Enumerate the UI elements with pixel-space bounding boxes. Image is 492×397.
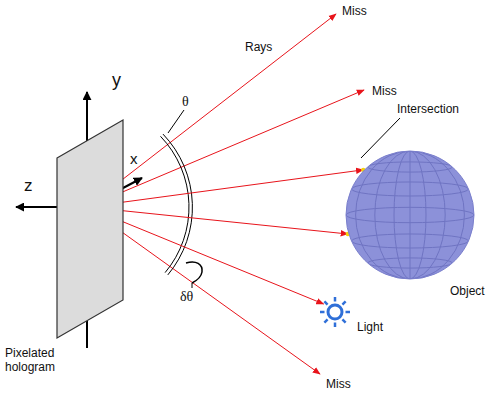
angle-bracket	[186, 262, 202, 283]
miss-label: Miss	[326, 377, 351, 391]
leader-line	[192, 283, 193, 288]
ray-label: Rays	[245, 40, 272, 54]
object-sphere-shape	[345, 150, 475, 280]
leader-line	[168, 110, 184, 133]
axis-label: x	[130, 150, 138, 167]
miss-label: Miss	[372, 84, 397, 98]
hologram-plate: Pixelated hologram	[57, 120, 125, 340]
light-label: Light	[357, 320, 383, 334]
ray-connector	[87, 207, 348, 234]
leader-line	[361, 118, 400, 158]
hologram-label: Pixelated hologram	[5, 346, 75, 374]
angle-label: δθ	[180, 289, 193, 305]
angle-arc	[161, 136, 189, 272]
axis-label: z	[24, 176, 33, 196]
hologram-plate-shape	[57, 120, 125, 340]
object-label: Object	[450, 284, 485, 298]
miss-label: Miss	[342, 4, 367, 18]
light-source-shape	[321, 298, 349, 326]
object-sphere: Object	[345, 150, 475, 280]
axis-label: y	[112, 70, 121, 91]
angle-arc	[163, 134, 192, 275]
intersection-label: Intersection	[397, 102, 459, 116]
light-source: Light	[321, 298, 349, 326]
angle-label: θ	[182, 94, 189, 110]
ray-connector	[87, 170, 363, 207]
miss-ray	[87, 90, 364, 207]
